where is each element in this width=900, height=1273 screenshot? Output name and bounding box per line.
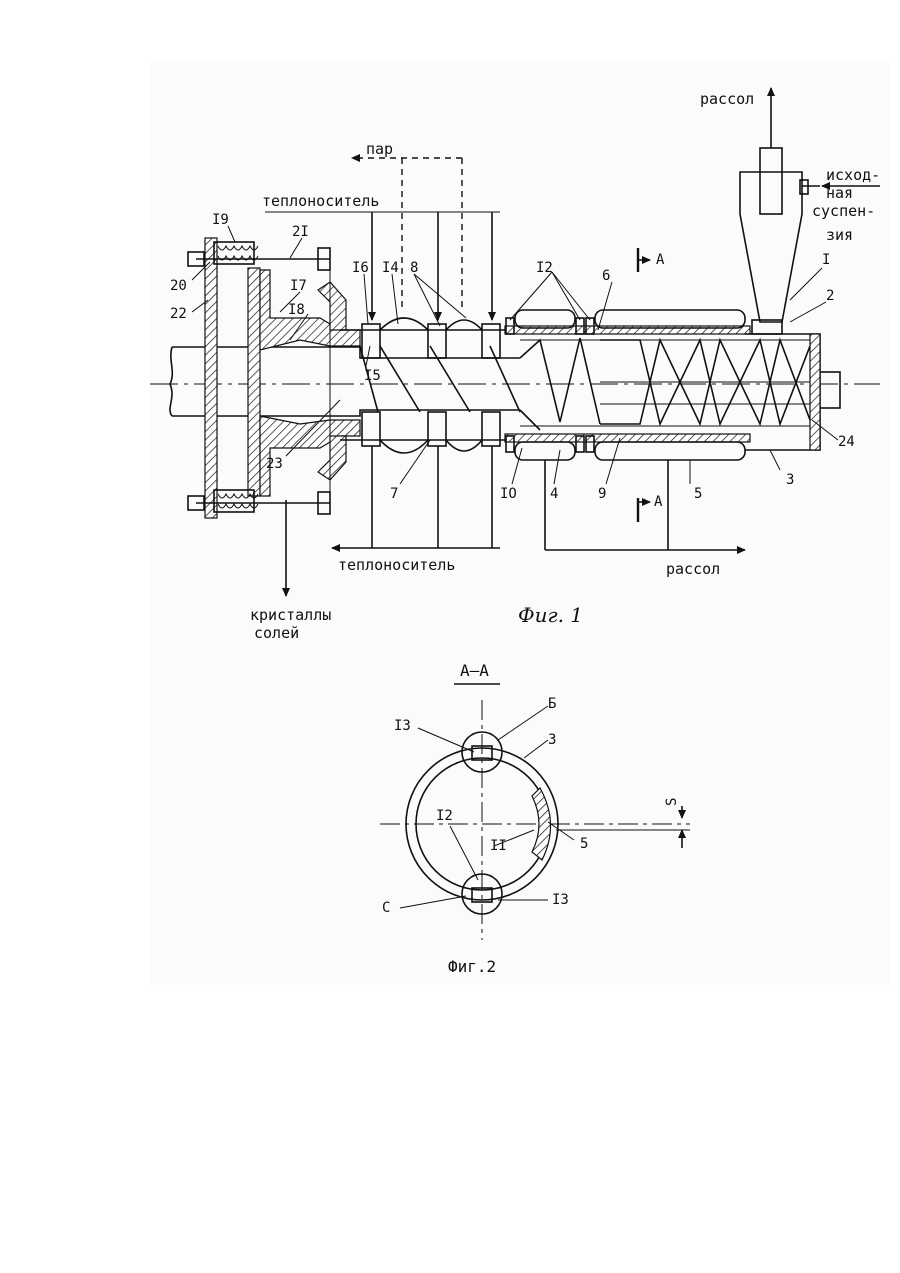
- part-number: 7: [390, 486, 398, 502]
- part-number: 8: [410, 260, 418, 276]
- part-number: 22: [170, 306, 187, 322]
- part-number: 23: [266, 456, 283, 472]
- label-brine-top: рассол: [700, 90, 754, 108]
- part-number: I: [822, 252, 830, 268]
- label-feed-3: суспен-: [812, 202, 875, 220]
- part-number: I3: [552, 892, 569, 908]
- part-number: 3: [786, 472, 794, 488]
- part-number: I8: [288, 302, 305, 318]
- part-number: Б: [548, 696, 556, 712]
- part-number: 20: [170, 278, 187, 294]
- label-feed-4: зия: [826, 226, 853, 244]
- part-number: 2I: [292, 224, 309, 240]
- part-number: 2: [826, 288, 834, 304]
- part-number: 3: [548, 732, 556, 748]
- part-number: I2: [436, 808, 453, 824]
- section-mark-top: A: [656, 252, 665, 268]
- part-number: I3: [394, 718, 411, 734]
- part-number: I6: [352, 260, 369, 276]
- part-number: I5: [364, 368, 381, 384]
- label-coolant-bottom: теплоноситель: [338, 556, 455, 574]
- part-number: 6: [602, 268, 610, 284]
- part-number: II: [490, 838, 507, 854]
- figure-2-caption: Фиг.2: [448, 957, 496, 976]
- label-crystals-1: кристаллы: [250, 606, 331, 624]
- part-number: I2: [536, 260, 553, 276]
- label-feed-1: исход-: [826, 166, 880, 184]
- figure-1-caption: Фuг. 1: [518, 603, 583, 627]
- label-crystals-2: солей: [254, 624, 299, 642]
- label-steam: пар: [366, 140, 393, 158]
- left-flange: [205, 238, 217, 518]
- label-brine-bottom: рассол: [666, 560, 720, 578]
- section-mark-bottom: A: [654, 494, 663, 510]
- label-coolant-top: теплоноситель: [262, 192, 379, 210]
- part-number: 24: [838, 434, 855, 450]
- part-number: IO: [500, 486, 517, 502]
- sheet-background: [150, 60, 890, 985]
- dimension-s: S: [664, 798, 680, 806]
- part-number: 4: [550, 486, 558, 502]
- section-title: A–A: [460, 661, 489, 680]
- label-feed-2: ная: [826, 184, 853, 202]
- part-number: 9: [598, 486, 606, 502]
- part-number: C: [382, 900, 390, 916]
- barrel-shell-bottom: [505, 434, 750, 442]
- part-number: I4: [382, 260, 399, 276]
- part-number: 5: [580, 836, 588, 852]
- part-number: I9: [212, 212, 229, 228]
- part-number: I7: [290, 278, 307, 294]
- part-number: 5: [694, 486, 702, 502]
